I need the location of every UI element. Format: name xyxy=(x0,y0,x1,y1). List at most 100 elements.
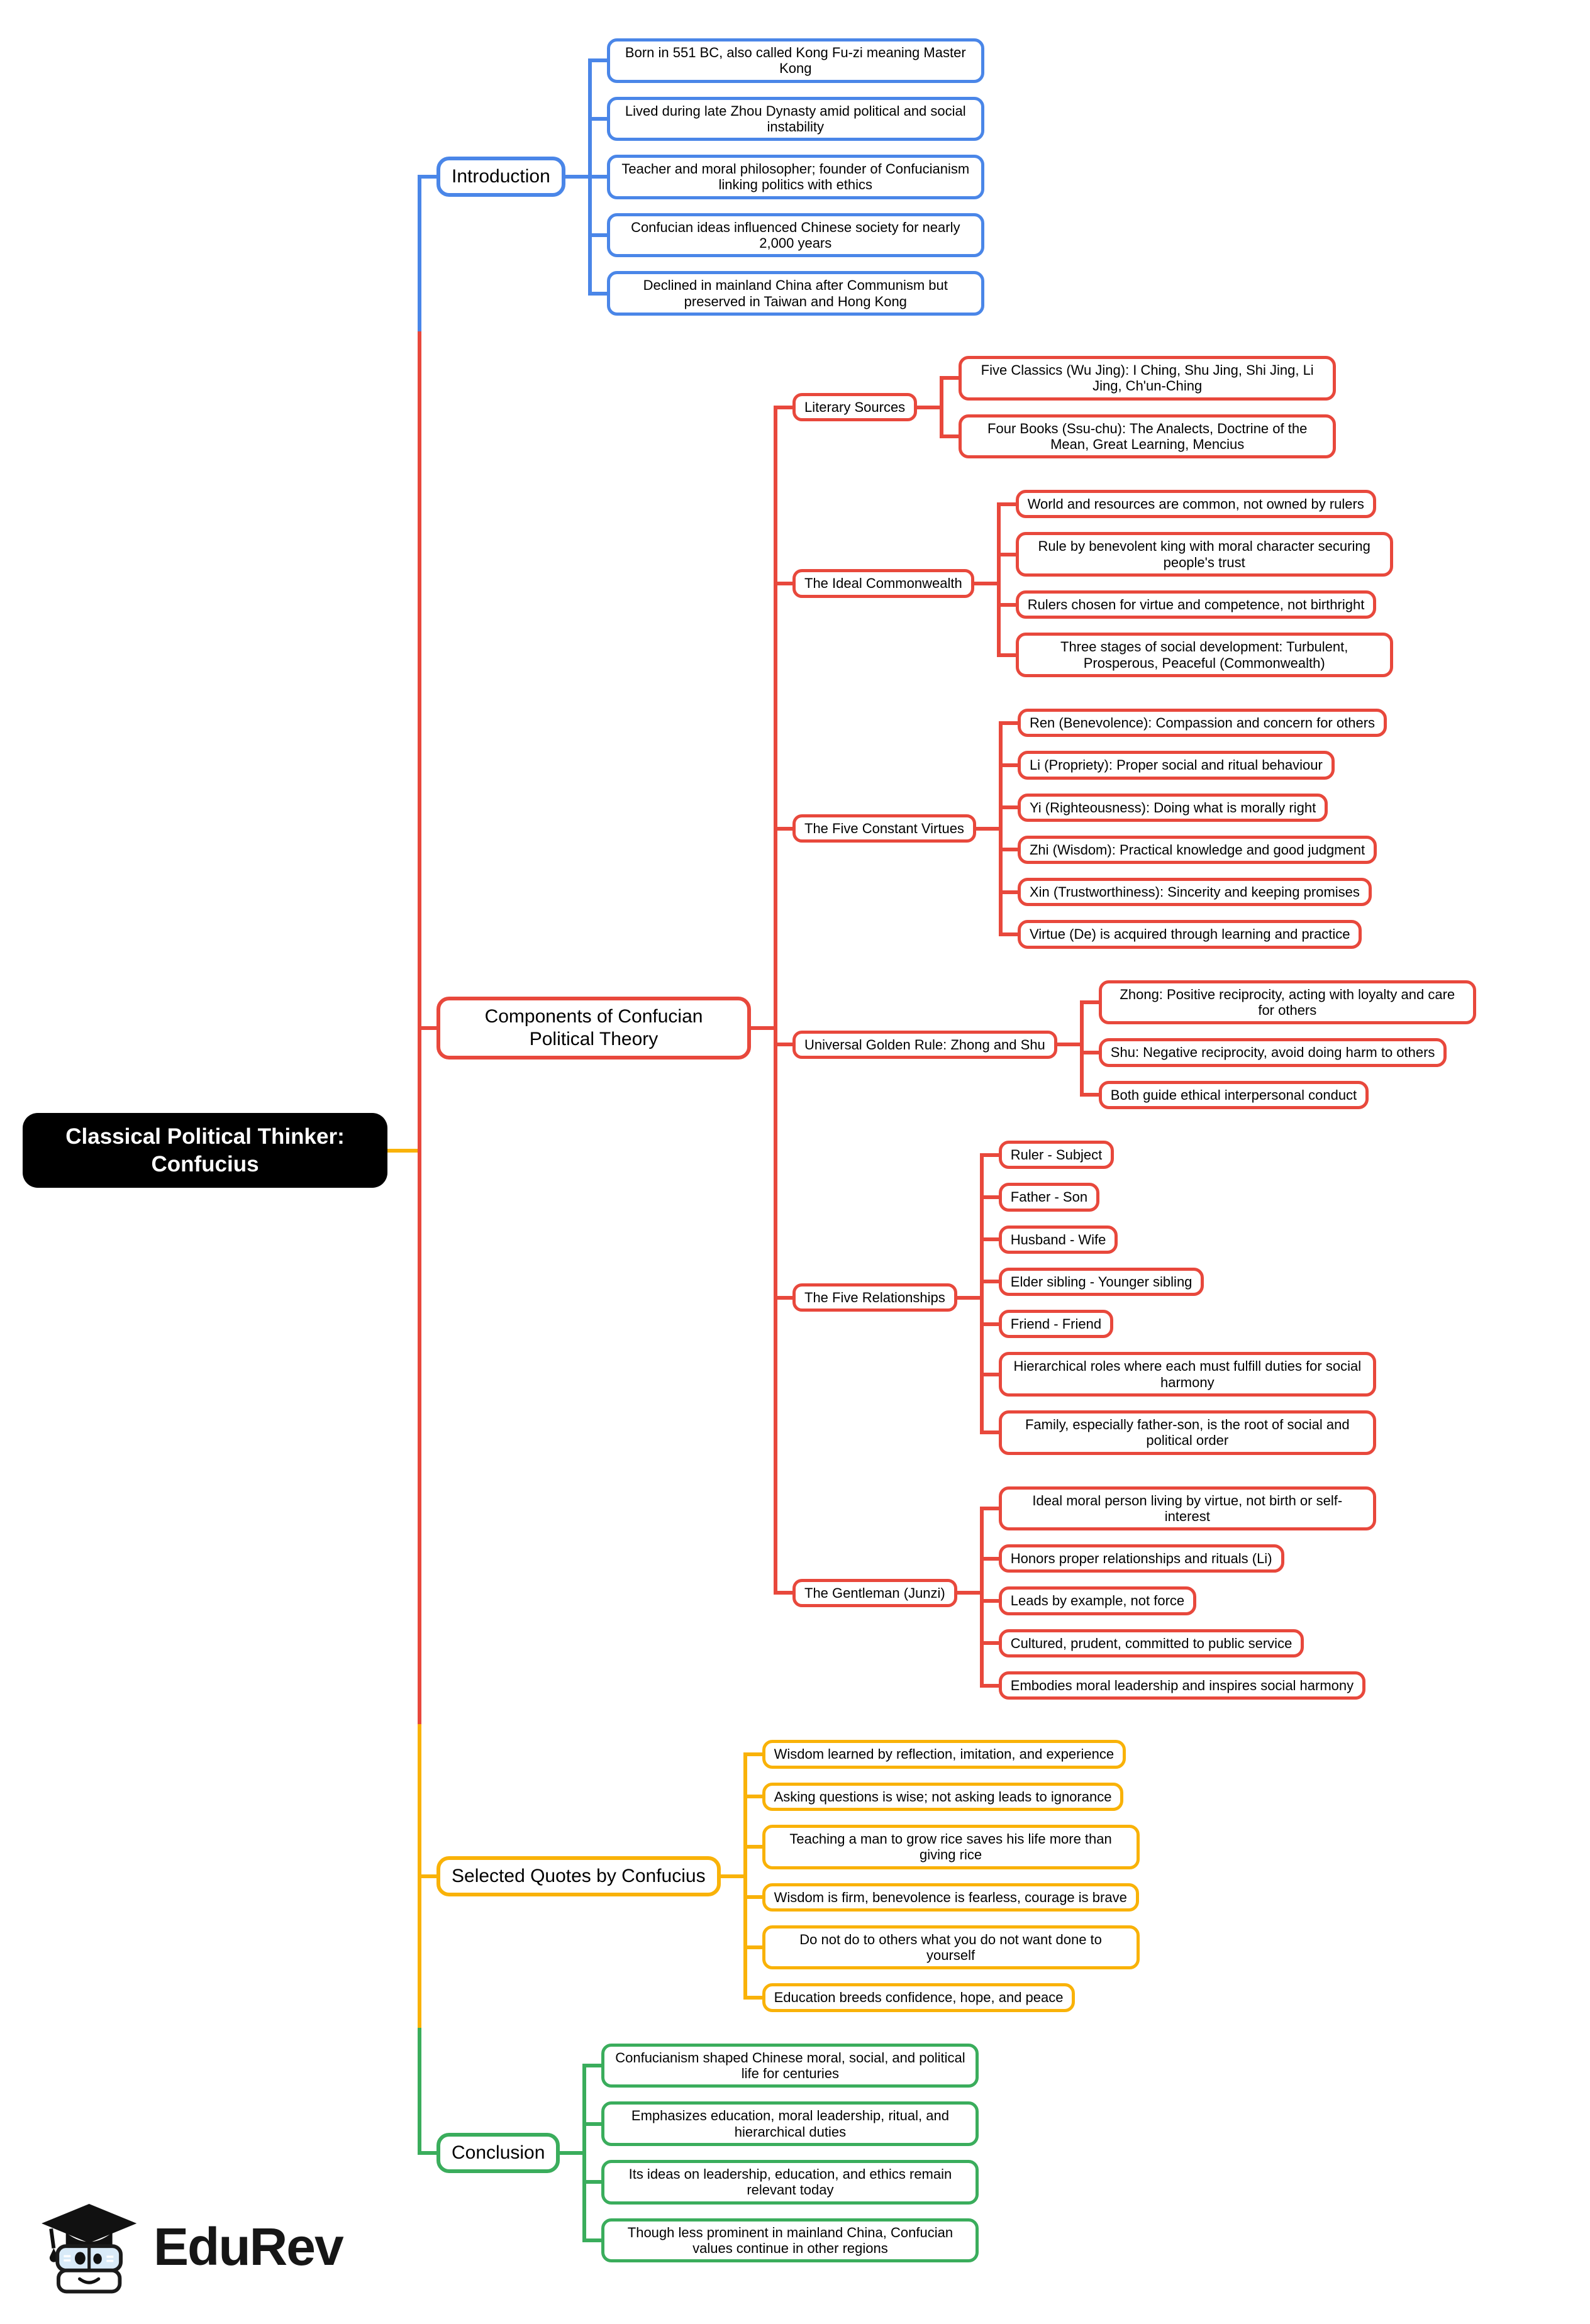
group-the-five-constant-virtues[interactable]: The Five Constant Virtues xyxy=(792,814,976,843)
branch-wrap: Xin (Trustworthiness): Sincerity and kee… xyxy=(998,871,1387,914)
edurev-logo[interactable]: EduRev xyxy=(35,2200,344,2294)
branch-wrap: Emphasizes education, moral leadership, … xyxy=(582,2094,979,2153)
leaf-wisdom-is-firm-benevolence-is-fearless[interactable]: Wisdom is firm, benevolence is fearless,… xyxy=(762,1883,1139,1912)
branch-wrap: Components of Confucian Political Theory… xyxy=(418,331,1476,1725)
leaf-honors-proper-relationships-and-ritual[interactable]: Honors proper relationships and rituals … xyxy=(998,1544,1284,1573)
leaf-husband-wife[interactable]: Husband - Wife xyxy=(998,1225,1118,1254)
branch-wrap: Virtue (De) is acquired through learning… xyxy=(998,913,1387,955)
topic-selected-quotes-by-confucius[interactable]: Selected Quotes by Confucius xyxy=(436,1856,721,1896)
branch-wrap: Its ideas on leadership, education, and … xyxy=(582,2152,979,2211)
root-node[interactable]: Classical Political Thinker: Confucius xyxy=(23,1112,387,1188)
branch-wrap: Five Classics (Wu Jing): I Ching, Shu Ji… xyxy=(940,349,1337,407)
leaf-lived-during-late-zhou-dynasty-amid-po[interactable]: Lived during late Zhou Dynasty amid poli… xyxy=(606,96,984,141)
edurev-brand-text: EduRev xyxy=(153,2216,344,2276)
leaf-li-propriety-proper-social-and-ritual-[interactable]: Li (Propriety): Proper social and ritual… xyxy=(1017,751,1335,780)
topic-conclusion[interactable]: Conclusion xyxy=(436,2132,560,2173)
branch-wrap: World and resources are common, not owne… xyxy=(996,483,1393,526)
leaf-cultured-prudent-committed-to-public-s[interactable]: Cultured, prudent, committed to public s… xyxy=(998,1629,1304,1658)
leaf-do-not-do-to-others-what-you-do-not-wa[interactable]: Do not do to others what you do not want… xyxy=(762,1925,1140,1970)
children-column: Zhong: Positive reciprocity, acting with… xyxy=(1079,973,1476,1116)
leaf-asking-questions-is-wise-not-asking-le[interactable]: Asking questions is wise; not asking lea… xyxy=(762,1782,1124,1811)
branch-wrap: Declined in mainland China after Communi… xyxy=(587,264,984,323)
branch-wrap: Selected Quotes by Confucius Wisdom learn… xyxy=(418,1724,1476,2028)
connector-line xyxy=(957,1591,980,1595)
leaf-zhong-positive-reciprocity-acting-with[interactable]: Zhong: Positive reciprocity, acting with… xyxy=(1098,980,1476,1025)
leaf-three-stages-of-social-development-tur[interactable]: Three stages of social development: Turb… xyxy=(1015,633,1393,677)
connector-line xyxy=(974,582,997,586)
leaf-born-in-551-bc-also-called-kong-fu-zi-[interactable]: Born in 551 BC, also called Kong Fu-zi m… xyxy=(606,38,984,83)
leaf-both-guide-ethical-interpersonal-condu[interactable]: Both guide ethical interpersonal conduct xyxy=(1098,1080,1369,1109)
branch-wrap: The Five Constant Virtues Ren (Benevolenc… xyxy=(774,692,1476,965)
leaf-education-breeds-confidence-hope-and-p[interactable]: Education breeds confidence, hope, and p… xyxy=(762,1983,1076,2012)
leaf-yi-righteousness-doing-what-is-morally[interactable]: Yi (Righteousness): Doing what is morall… xyxy=(1017,793,1328,822)
leaf-rule-by-benevolent-king-with-moral-cha[interactable]: Rule by benevolent king with moral chara… xyxy=(1015,532,1393,577)
branch-wrap: Introduction Born in 551 BC, also called … xyxy=(418,23,1476,331)
leaf-family-especially-father-son-is-the-ro[interactable]: Family, especially father-son, is the ro… xyxy=(998,1410,1376,1455)
branch-wrap: Li (Propriety): Proper social and ritual… xyxy=(998,744,1387,787)
branch-wrap: Teaching a man to grow rice saves his li… xyxy=(743,1817,1140,1876)
branch-wrap: Rulers chosen for virtue and competence,… xyxy=(996,584,1393,626)
branch-wrap: Asking questions is wise; not asking lea… xyxy=(743,1775,1140,1818)
leaf-leads-by-example-not-force[interactable]: Leads by example, not force xyxy=(998,1586,1197,1615)
branch-wrap: Education breeds confidence, hope, and p… xyxy=(743,1976,1140,2018)
branch-wrap: Elder sibling - Younger sibling xyxy=(979,1260,1376,1303)
leaf-xin-trustworthiness-sincerity-and-keep[interactable]: Xin (Trustworthiness): Sincerity and kee… xyxy=(1017,878,1372,907)
branch-wrap: Father - Son xyxy=(979,1176,1376,1219)
branch-wrap: Ideal moral person living by virtue, not… xyxy=(979,1480,1376,1538)
branch-wrap: Ren (Benevolence): Compassion and concer… xyxy=(998,702,1387,744)
leaf-confucian-ideas-influenced-chinese-soc[interactable]: Confucian ideas influenced Chinese socie… xyxy=(606,213,984,258)
group-the-ideal-commonwealth[interactable]: The Ideal Commonwealth xyxy=(792,569,974,598)
leaf-world-and-resources-are-common-not-own[interactable]: World and resources are common, not owne… xyxy=(1015,490,1376,519)
leaf-rulers-chosen-for-virtue-and-competenc[interactable]: Rulers chosen for virtue and competence,… xyxy=(1015,590,1377,619)
mindmap-tree: Classical Political Thinker: Confucius In… xyxy=(23,23,1476,2278)
branch-wrap: Four Books (Ssu-chu): The Analects, Doct… xyxy=(940,407,1337,466)
children-column: Literary Sources Five Classics (Wu Jing):… xyxy=(774,340,1476,1715)
leaf-hierarchical-roles-where-each-must-ful[interactable]: Hierarchical roles where each must fulfi… xyxy=(998,1352,1376,1397)
connector-line xyxy=(917,405,940,409)
branch-wrap: The Ideal Commonwealth World and resource… xyxy=(774,474,1476,693)
leaf-wisdom-learned-by-reflection-imitation[interactable]: Wisdom learned by reflection, imitation,… xyxy=(762,1740,1126,1769)
leaf-friend-friend[interactable]: Friend - Friend xyxy=(998,1310,1114,1339)
branch-wrap: Wisdom learned by reflection, imitation,… xyxy=(743,1733,1140,1776)
branch-wrap: Though less prominent in mainland China,… xyxy=(582,2211,979,2270)
group-the-gentleman-junzi[interactable]: The Gentleman (Junzi) xyxy=(792,1578,957,1608)
leaf-virtue-de-is-acquired-through-learning[interactable]: Virtue (De) is acquired through learning… xyxy=(1017,920,1362,949)
leaf-ren-benevolence-compassion-and-concern[interactable]: Ren (Benevolence): Compassion and concer… xyxy=(1017,708,1387,738)
branch-wrap: Three stages of social development: Turb… xyxy=(996,626,1393,684)
children-column: Confucianism shaped Chinese moral, socia… xyxy=(582,2037,979,2269)
leaf-four-books-ssu-chu-the-analects-doctri[interactable]: Four Books (Ssu-chu): The Analects, Doct… xyxy=(959,414,1337,459)
topic-introduction[interactable]: Introduction xyxy=(436,157,565,197)
group-the-five-relationships[interactable]: The Five Relationships xyxy=(792,1283,957,1312)
connector-line xyxy=(976,826,999,831)
branch-wrap: Confucianism shaped Chinese moral, socia… xyxy=(582,2037,979,2095)
branch-wrap: Husband - Wife xyxy=(979,1218,1376,1261)
topic-components-of-confucian-political-theo[interactable]: Components of Confucian Political Theory xyxy=(436,996,751,1060)
branch-wrap: Confucian ideas influenced Chinese socie… xyxy=(587,206,984,265)
leaf-embodies-moral-leadership-and-inspires[interactable]: Embodies moral leadership and inspires s… xyxy=(998,1671,1366,1700)
leaf-its-ideas-on-leadership-education-and-[interactable]: Its ideas on leadership, education, and … xyxy=(601,2159,979,2205)
connector-line xyxy=(565,175,588,179)
branch-wrap: Literary Sources Five Classics (Wu Jing):… xyxy=(774,340,1476,475)
edurev-mascot-icon xyxy=(42,2203,137,2294)
leaf-though-less-prominent-in-mainland-chin[interactable]: Though less prominent in mainland China,… xyxy=(601,2218,979,2263)
leaf-elder-sibling-younger-sibling[interactable]: Elder sibling - Younger sibling xyxy=(998,1267,1204,1297)
leaf-ruler-subject[interactable]: Ruler - Subject xyxy=(998,1140,1115,1170)
leaf-five-classics-wu-jing-i-ching-shu-jing[interactable]: Five Classics (Wu Jing): I Ching, Shu Ji… xyxy=(959,355,1337,401)
leaf-declined-in-mainland-china-after-commu[interactable]: Declined in mainland China after Communi… xyxy=(606,271,984,316)
leaf-father-son[interactable]: Father - Son xyxy=(998,1183,1100,1212)
leaf-zhi-wisdom-practical-knowledge-and-goo[interactable]: Zhi (Wisdom): Practical knowledge and go… xyxy=(1017,835,1377,865)
group-literary-sources[interactable]: Literary Sources xyxy=(792,392,918,422)
leaf-shu-negative-reciprocity-avoid-doing-h[interactable]: Shu: Negative reciprocity, avoid doing h… xyxy=(1098,1038,1447,1067)
leaf-ideal-moral-person-living-by-virtue-no[interactable]: Ideal moral person living by virtue, not… xyxy=(998,1486,1376,1531)
leaf-emphasizes-education-moral-leadership-[interactable]: Emphasizes education, moral leadership, … xyxy=(601,2101,979,2146)
group-universal-golden-rule-zhong-and-shu[interactable]: Universal Golden Rule: Zhong and Shu xyxy=(792,1030,1057,1059)
leaf-teacher-and-moral-philosopher-founder-[interactable]: Teacher and moral philosopher; founder o… xyxy=(606,155,984,199)
branch-wrap: Teacher and moral philosopher; founder o… xyxy=(587,148,984,206)
leaf-teaching-a-man-to-grow-rice-saves-his-[interactable]: Teaching a man to grow rice saves his li… xyxy=(762,1824,1140,1869)
branch-wrap: Born in 551 BC, also called Kong Fu-zi m… xyxy=(587,31,984,90)
branch-wrap: Both guide ethical interpersonal conduct xyxy=(1079,1073,1476,1116)
branch-wrap: Yi (Righteousness): Doing what is morall… xyxy=(998,786,1387,829)
leaf-confucianism-shaped-chinese-moral-soci[interactable]: Confucianism shaped Chinese moral, socia… xyxy=(601,2043,979,2088)
